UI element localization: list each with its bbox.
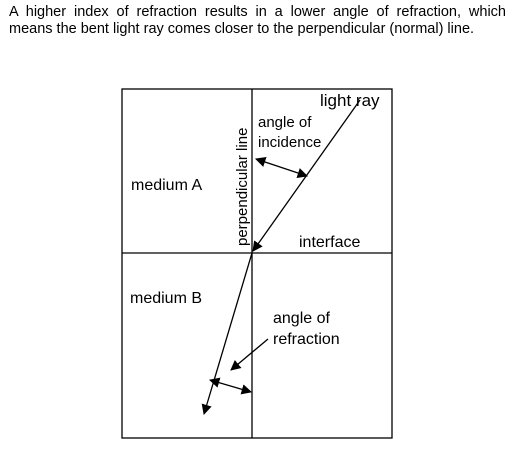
caption-text: A higher index of refraction results in … (9, 4, 506, 37)
medium-a-label: medium A (131, 177, 202, 194)
diagram-frame (121, 88, 393, 439)
angle-incidence-label-1: angle of (258, 114, 312, 131)
medium-b-label: medium B (130, 290, 202, 307)
incidence-angle-arrow (255, 157, 308, 178)
angle-refraction-label-1: angle of (273, 310, 330, 327)
angle-refraction-label-2: refraction (273, 331, 340, 348)
light-ray-label: light ray (320, 91, 380, 110)
interface-label: interface (299, 234, 360, 251)
refraction-label-pointer (230, 338, 269, 371)
angle-incidence-label-2: incidence (258, 134, 321, 151)
perpendicular-line-label: perpendicular line (234, 128, 251, 246)
refraction-angle-arrow (209, 377, 252, 395)
